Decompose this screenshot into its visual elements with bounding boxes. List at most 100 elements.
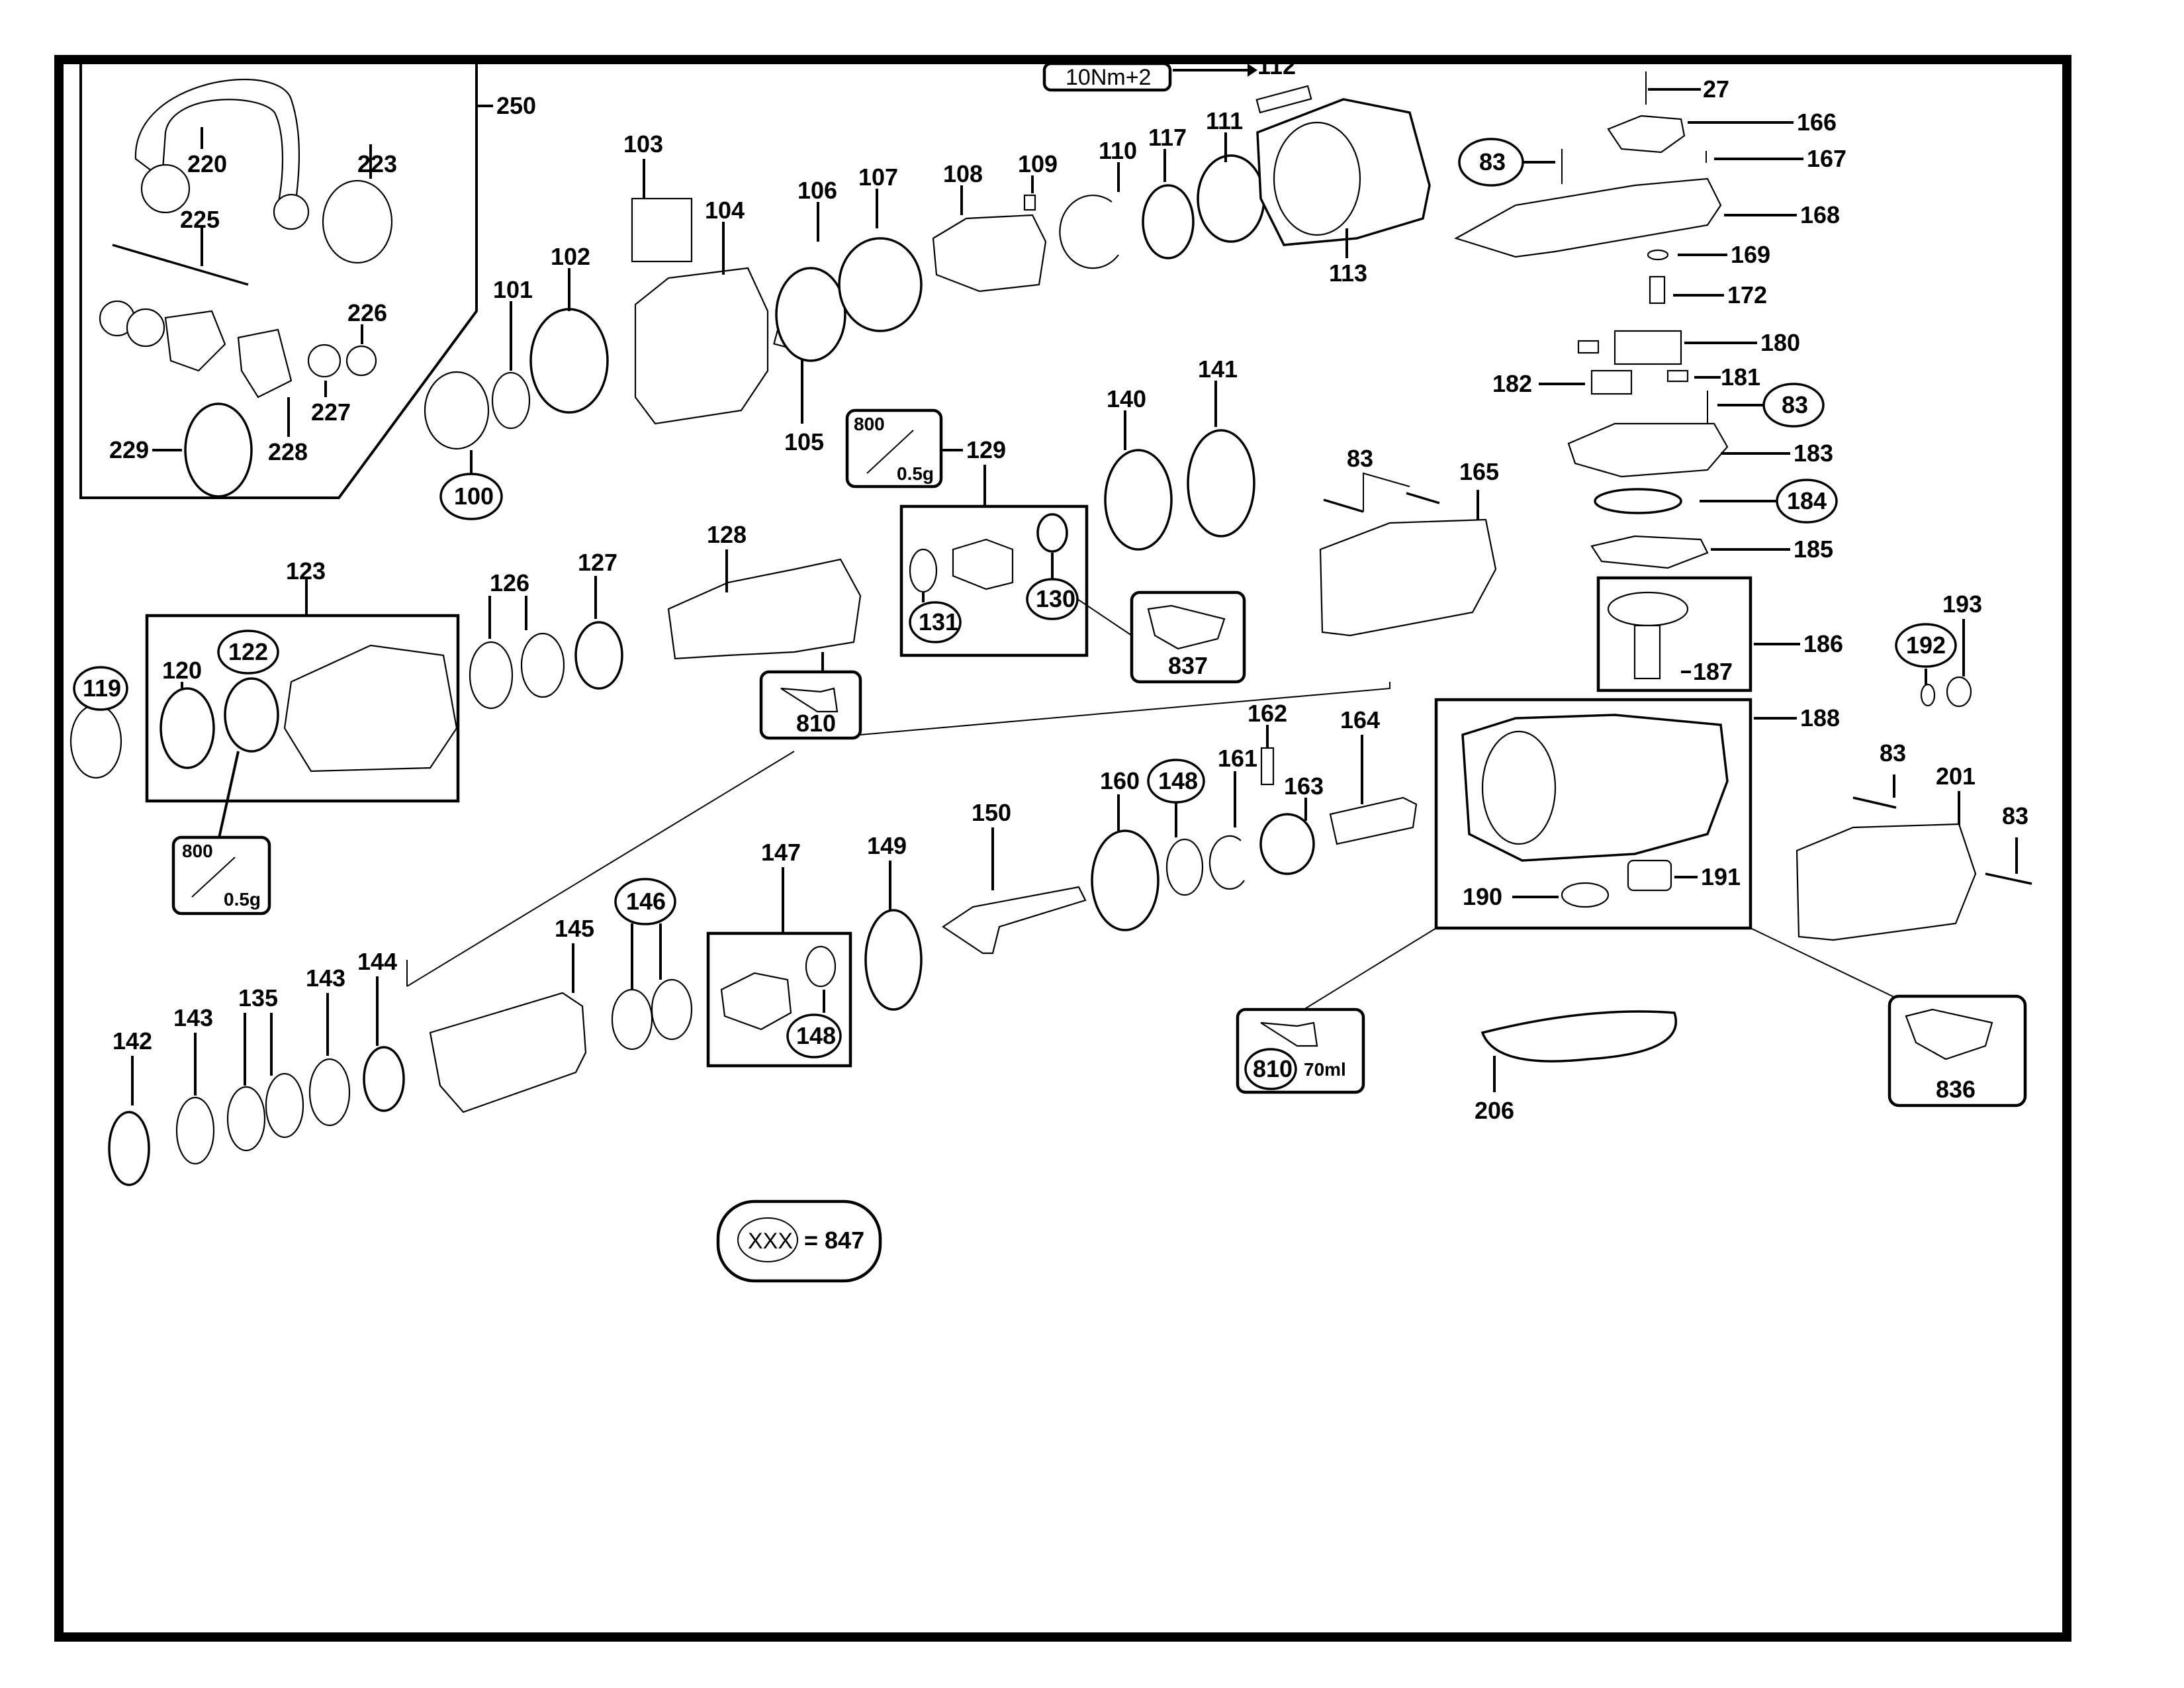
label-186: 186 [1803,630,1843,657]
part-131 [909,548,938,593]
label-135: 135 [238,984,278,1011]
label-201: 201 [1936,763,1976,790]
label-101: 101 [493,276,533,303]
part-143-a [175,1096,215,1165]
label-149: 149 [867,832,907,859]
leader-800-a [217,751,240,841]
crankcase-bore [1481,730,1557,845]
part-201 [1796,823,1977,941]
cover-stack: 27 166 167 83 168 169 172 180 [1454,71,1982,708]
part-147-plunger [720,972,792,1031]
label-150: 150 [972,799,1011,826]
part-102 [529,308,609,414]
arrow-head-icon [1248,64,1257,77]
part-100 [424,371,490,450]
lock-disc-part [345,345,377,377]
part-164 [1329,796,1418,845]
label-188: 188 [1800,704,1840,731]
label-206: 206 [1475,1097,1514,1124]
part-83-pin-a [1323,498,1364,513]
label-148-a: 148 [796,1022,836,1049]
handle-end-right [273,193,310,230]
label-130: 130 [1036,585,1075,612]
circled-label-148-b [1147,759,1205,804]
label-182: 182 [1492,370,1532,397]
part-127 [574,621,623,690]
label-226: 226 [347,299,387,326]
knob-part [322,179,393,264]
part-190 [1561,882,1610,908]
part-130 [1036,513,1068,553]
part-163 [1259,813,1315,875]
label-122: 122 [228,638,268,665]
handle-assembly-group: 250 220 223 225 226 227 [79,61,536,499]
label-146: 146 [626,888,666,915]
part-143-b [308,1058,351,1127]
group-box-129 [899,504,1089,657]
label-225: 225 [180,206,220,233]
part-149 [864,909,923,1011]
oil-qty-b: 70ml [1304,1059,1346,1080]
label-143-a: 143 [173,1004,213,1031]
label-113: 113 [1329,259,1367,287]
grease-box-800-a [171,835,271,915]
part-128 [667,558,862,660]
part-119 [69,704,122,779]
grease-qty-b: 0.5g [897,463,934,484]
label-223: 223 [357,150,397,177]
part-122 [224,677,279,753]
leader-810-line [860,682,1390,735]
part-142 [108,1111,150,1186]
part-193 [1946,676,1972,708]
circled-label-810 [1244,1048,1297,1090]
circled-label-146 [614,878,676,925]
torque-note-box [1042,62,1172,92]
label-83-mid: 83 [1782,391,1808,418]
group-box-186 [1596,576,1752,692]
label-111: 111 [1206,107,1243,134]
label-187: 187 [1693,658,1733,685]
label-143-b: 143 [306,964,345,992]
legend-symbol-ellipse [737,1217,798,1262]
toolbox-icon-836 [1905,1008,1993,1060]
label-103: 103 [623,130,663,158]
label-190: 190 [1463,883,1502,910]
label-100: 100 [454,483,494,510]
part-129-plunger [952,538,1014,590]
clamp-block-part [237,328,293,399]
label-105: 105 [784,428,824,455]
label-102: 102 [551,243,590,270]
label-172: 172 [1727,281,1767,308]
label-106: 106 [797,177,837,204]
label-193: 193 [1942,590,1982,618]
part-180 [1614,330,1682,365]
part-140 [1104,449,1173,551]
part-107 [838,237,923,332]
circled-label-192 [1895,623,1957,668]
label-145: 145 [555,915,594,942]
leader-130-837 [1077,598,1132,636]
label-112: 112 [1257,52,1296,79]
part-104 [634,267,769,425]
label-181: 181 [1721,363,1760,391]
label-147: 147 [761,839,801,866]
part-110 [1059,195,1119,269]
part-112-screw [1255,85,1312,114]
legend-symbol: XXX [748,1229,793,1254]
label-123: 123 [286,557,326,585]
label-108: 108 [943,160,983,187]
label-140: 140 [1107,385,1146,412]
part-111 [1197,154,1265,243]
label-148-b: 148 [1158,767,1198,794]
label-184: 184 [1787,487,1827,514]
part-146-b [651,978,693,1041]
rod-part [112,244,249,286]
part-141 [1187,429,1255,538]
label-180: 180 [1760,329,1800,356]
label-27: 27 [1703,75,1729,103]
part-83-screw-lower [1852,796,1897,809]
label-191: 191 [1701,863,1741,890]
handle-group-outline [79,61,478,499]
label-126: 126 [490,569,529,596]
